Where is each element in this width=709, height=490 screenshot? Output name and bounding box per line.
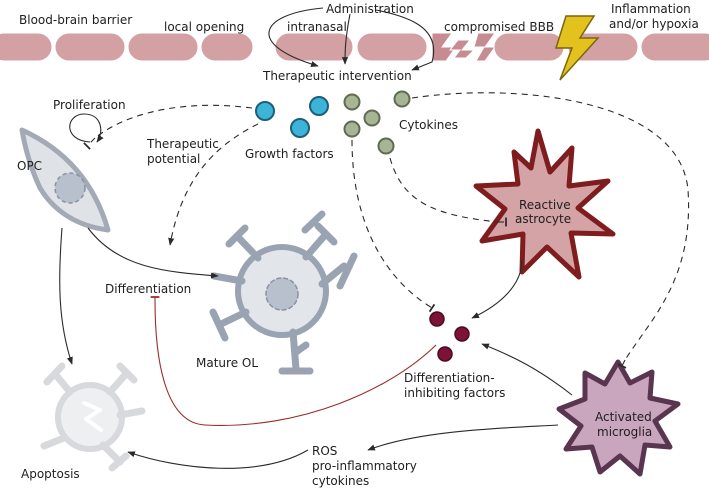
label-compromised-bbb: compromised BBB: [444, 20, 554, 34]
label-therapeutic-intervention: Therapeutic intervention: [262, 69, 412, 83]
label-microglia-1: Activated: [595, 410, 652, 424]
lightning-icon: [554, 15, 600, 81]
label-dif-inhib-1: Differentiation-: [404, 371, 495, 385]
administration-arrows: [268, 7, 435, 71]
connectors: [59, 92, 690, 469]
label-dif-inhib-2: inhibiting factors: [404, 386, 505, 400]
label-local-opening: local opening: [164, 20, 244, 34]
label-intranasal: intranasal: [287, 20, 347, 34]
label-cytokines: Cytokines: [399, 118, 458, 132]
label-ros-2: pro-inflammatory: [312, 459, 417, 473]
labels: Blood-brain barrier Administration local…: [17, 2, 699, 488]
label-ros-1: ROS: [312, 444, 337, 458]
label-inflammation-2: and/or hypoxia: [609, 17, 699, 31]
label-reactive-1: Reactive: [519, 198, 571, 212]
label-differentiation: Differentiation: [105, 282, 191, 296]
reactive-astrocyte: [473, 128, 616, 280]
label-therapeutic-potential-1: Therapeutic: [146, 137, 219, 151]
label-microglia-2: microglia: [597, 425, 652, 439]
proliferation-loop: [69, 113, 104, 143]
label-ros-3: cytokines: [312, 474, 369, 488]
label-reactive-2: astrocyte: [515, 212, 571, 226]
label-growth-factors: Growth factors: [245, 147, 334, 161]
label-therapeutic-potential-2: potential: [147, 152, 200, 166]
inhibiting-factors: [429, 311, 470, 362]
blood-brain-barrier: [0, 32, 709, 62]
label-opc: OPC: [17, 159, 42, 173]
label-bbb: Blood-brain barrier: [19, 13, 132, 27]
activated-microglia: [556, 359, 681, 477]
label-apoptosis: Apoptosis: [21, 467, 80, 481]
mature-ol-cell: [209, 210, 358, 375]
label-proliferation: Proliferation: [53, 98, 126, 112]
label-mature-ol: Mature OL: [196, 356, 258, 370]
apoptotic-cell: [40, 362, 146, 472]
label-administration: Administration: [326, 2, 414, 16]
cytokines: [343, 90, 411, 155]
label-inflammation-1: Inflammation: [611, 2, 691, 16]
growth-factors: [255, 96, 329, 138]
opc-cell: [19, 127, 111, 233]
